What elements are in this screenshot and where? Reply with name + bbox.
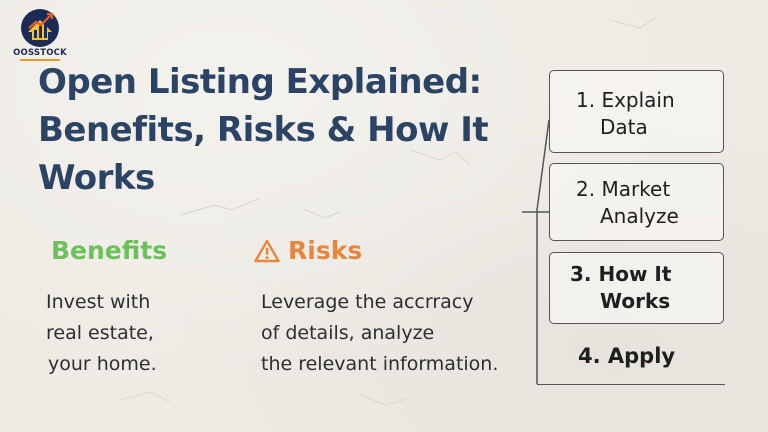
title-line-2: Benefits, Risks & How It: [38, 110, 489, 150]
benefits-heading: Benefits: [51, 236, 168, 265]
warning-triangle-icon: [254, 239, 280, 262]
risks-heading: Risks: [254, 236, 362, 265]
step-how-it-works[interactable]: 3. How It Works: [549, 252, 724, 324]
step-apply[interactable]: 4. Apply: [578, 344, 676, 368]
step-explain-data[interactable]: 1. Explain Data: [549, 70, 724, 153]
title-line-3: Works: [38, 158, 155, 198]
step-1-line-2: Data: [600, 115, 648, 139]
brand-logo: OOSSTOCK: [8, 6, 72, 64]
title-line-1: Open Listing Explained:: [38, 62, 482, 102]
step-3-line-2: Works: [600, 289, 671, 313]
risks-description: Leverage the accrracy of details, analyz…: [261, 287, 521, 380]
step-2-line-1: 2. Market: [576, 177, 671, 201]
page-title: Open Listing Explained: Benefits, Risks …: [38, 58, 518, 202]
step-market-analyze[interactable]: 2. Market Analyze: [549, 163, 724, 241]
step-3-line-1: 3. How It: [570, 262, 672, 286]
step-2-line-2: Analyze: [600, 204, 679, 228]
brand-name: OOSSTOCK: [13, 48, 67, 58]
step-apply-underline: [537, 384, 725, 385]
risks-line-1: Leverage the accrracy: [261, 291, 474, 313]
risks-line-2: of details, analyze: [261, 322, 435, 344]
benefits-line-2: real estate,: [46, 322, 154, 344]
brand-underline: [20, 59, 60, 61]
risks-heading-label: Risks: [288, 236, 363, 265]
logo-house-chart-icon: [21, 9, 59, 47]
benefits-description: Invest with real estate, your home.: [46, 287, 196, 380]
risks-line-3: the relevant information.: [261, 353, 499, 375]
benefits-line-1: Invest with: [46, 291, 151, 313]
step-1-line-1: 1. Explain: [576, 88, 675, 112]
benefits-line-3: your home.: [48, 353, 157, 375]
